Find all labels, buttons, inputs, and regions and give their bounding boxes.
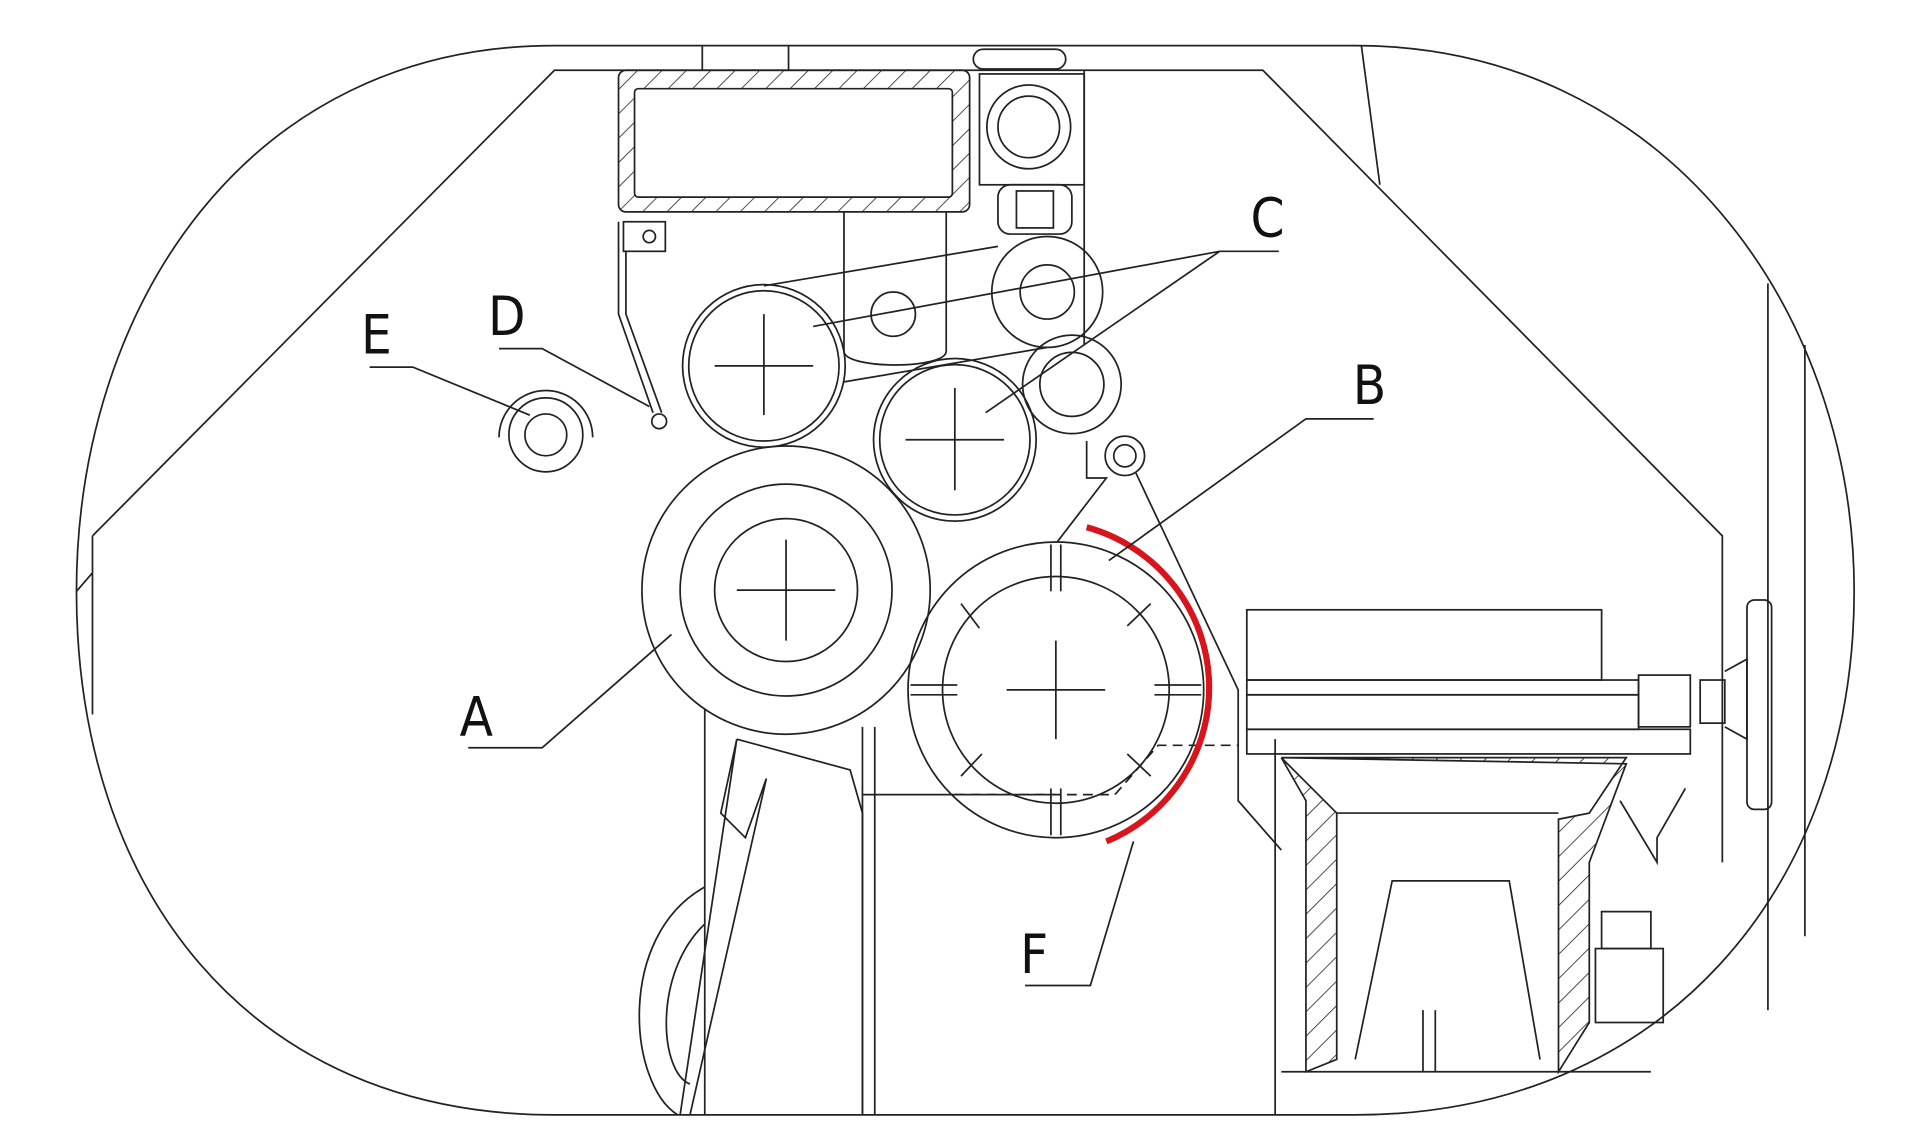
label-d: D (488, 285, 526, 348)
leader-a (468, 633, 673, 749)
leader-e (369, 366, 531, 416)
left-edge (75, 535, 94, 715)
leader-b (1108, 417, 1374, 562)
hatched-beam (617, 69, 971, 213)
label-b: B (1353, 354, 1386, 417)
part-f-red-arc (1085, 524, 1213, 845)
part-c-rollers (681, 283, 1038, 522)
right-machinery (1245, 599, 1773, 1075)
label-e: E (361, 304, 392, 367)
part-a-roller (641, 445, 932, 736)
part-d-scraper (617, 220, 668, 430)
label-a: A (460, 685, 493, 748)
label-f: F (1020, 923, 1048, 986)
tensioner-assembly (763, 48, 1282, 851)
leader-lines (369, 250, 1374, 987)
leader-c (813, 250, 1279, 414)
label-c: C (1251, 187, 1285, 250)
right-frame-lines (1360, 45, 1806, 1011)
part-e-roller (498, 389, 594, 473)
leader-d (499, 347, 650, 408)
housing-outline (91, 69, 1724, 863)
leader-f (1025, 841, 1135, 987)
outer-frame (75, 44, 1856, 1116)
